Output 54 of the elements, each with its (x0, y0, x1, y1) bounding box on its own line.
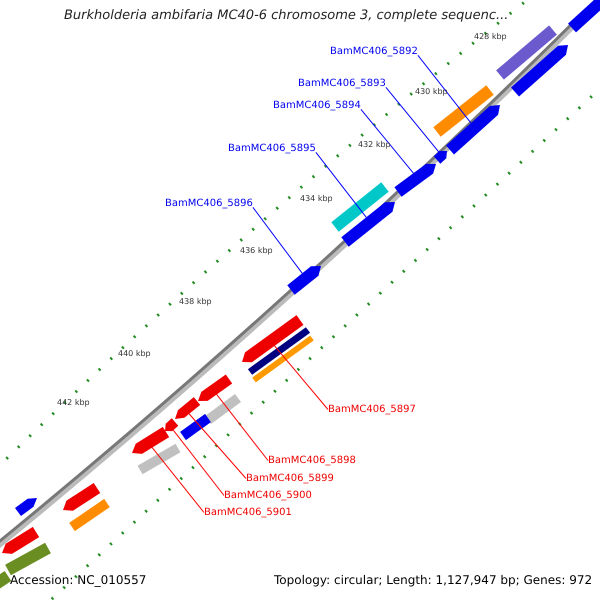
gene-block (63, 483, 100, 511)
gene-block (446, 105, 500, 154)
gene-block (252, 336, 314, 382)
gene-block (2, 526, 40, 554)
gene-label: BamMC406_5899 (246, 473, 334, 484)
gene-block (165, 418, 178, 432)
scale-label: 434 kbp (300, 194, 333, 203)
gene-block (175, 397, 200, 419)
scale-label: 430 kbp (415, 87, 448, 96)
gene-block (331, 182, 389, 232)
leader-line (188, 413, 246, 479)
gene-label: BamMC406_5900 (224, 490, 312, 501)
gene-block (568, 0, 600, 32)
leader-line (385, 86, 440, 152)
scale-label: 440 kbp (118, 349, 151, 358)
gene-block (5, 542, 51, 576)
scale-label: 442 kbp (57, 398, 90, 407)
gene-block (180, 414, 211, 440)
gene-block (69, 498, 110, 532)
gene-label: BamMC406_5898 (268, 455, 356, 466)
gene-block (198, 374, 232, 401)
leader-line (172, 430, 224, 496)
gene-label: BamMC406_5893 (298, 78, 386, 89)
gene-block (138, 444, 180, 474)
scale-label: 432 kbp (358, 140, 391, 149)
scale-label: 438 kbp (179, 297, 212, 306)
leader-line (274, 345, 328, 410)
gene-block (15, 498, 37, 516)
gene-block (434, 150, 447, 164)
gene-block (394, 164, 436, 197)
gene-label: BamMC406_5895 (228, 143, 316, 154)
gene-block (242, 315, 304, 362)
gene-block (341, 202, 395, 247)
gene-block (433, 85, 494, 137)
leader-line (360, 108, 414, 174)
gene-label: BamMC406_5892 (330, 46, 418, 57)
gene-label: BamMC406_5896 (165, 198, 253, 209)
topology-text: Topology: circular; Length: 1,127,947 bp; Genes: 972 (274, 573, 592, 587)
leader-line (216, 394, 268, 461)
accession-text: Accession: NC_010557 (10, 573, 146, 587)
scale-label: 436 kbp (240, 246, 273, 255)
gene-block (511, 45, 568, 96)
gene-block (132, 426, 170, 454)
leader-line (252, 206, 303, 274)
gene-label: BamMC406_5894 (273, 100, 361, 111)
map-title: Burkholderia ambifaria MC40-6 chromosome 3, complete sequenc... (64, 8, 508, 23)
gene-block (205, 394, 241, 424)
leader-line (417, 54, 472, 124)
gene-block (248, 327, 310, 375)
gene-block (287, 266, 321, 295)
gene-label: BamMC406_5897 (328, 404, 416, 415)
gene-label: BamMC406_5901 (204, 507, 292, 518)
scale-label: 428 kbp (474, 32, 507, 41)
leader-line (315, 152, 367, 218)
